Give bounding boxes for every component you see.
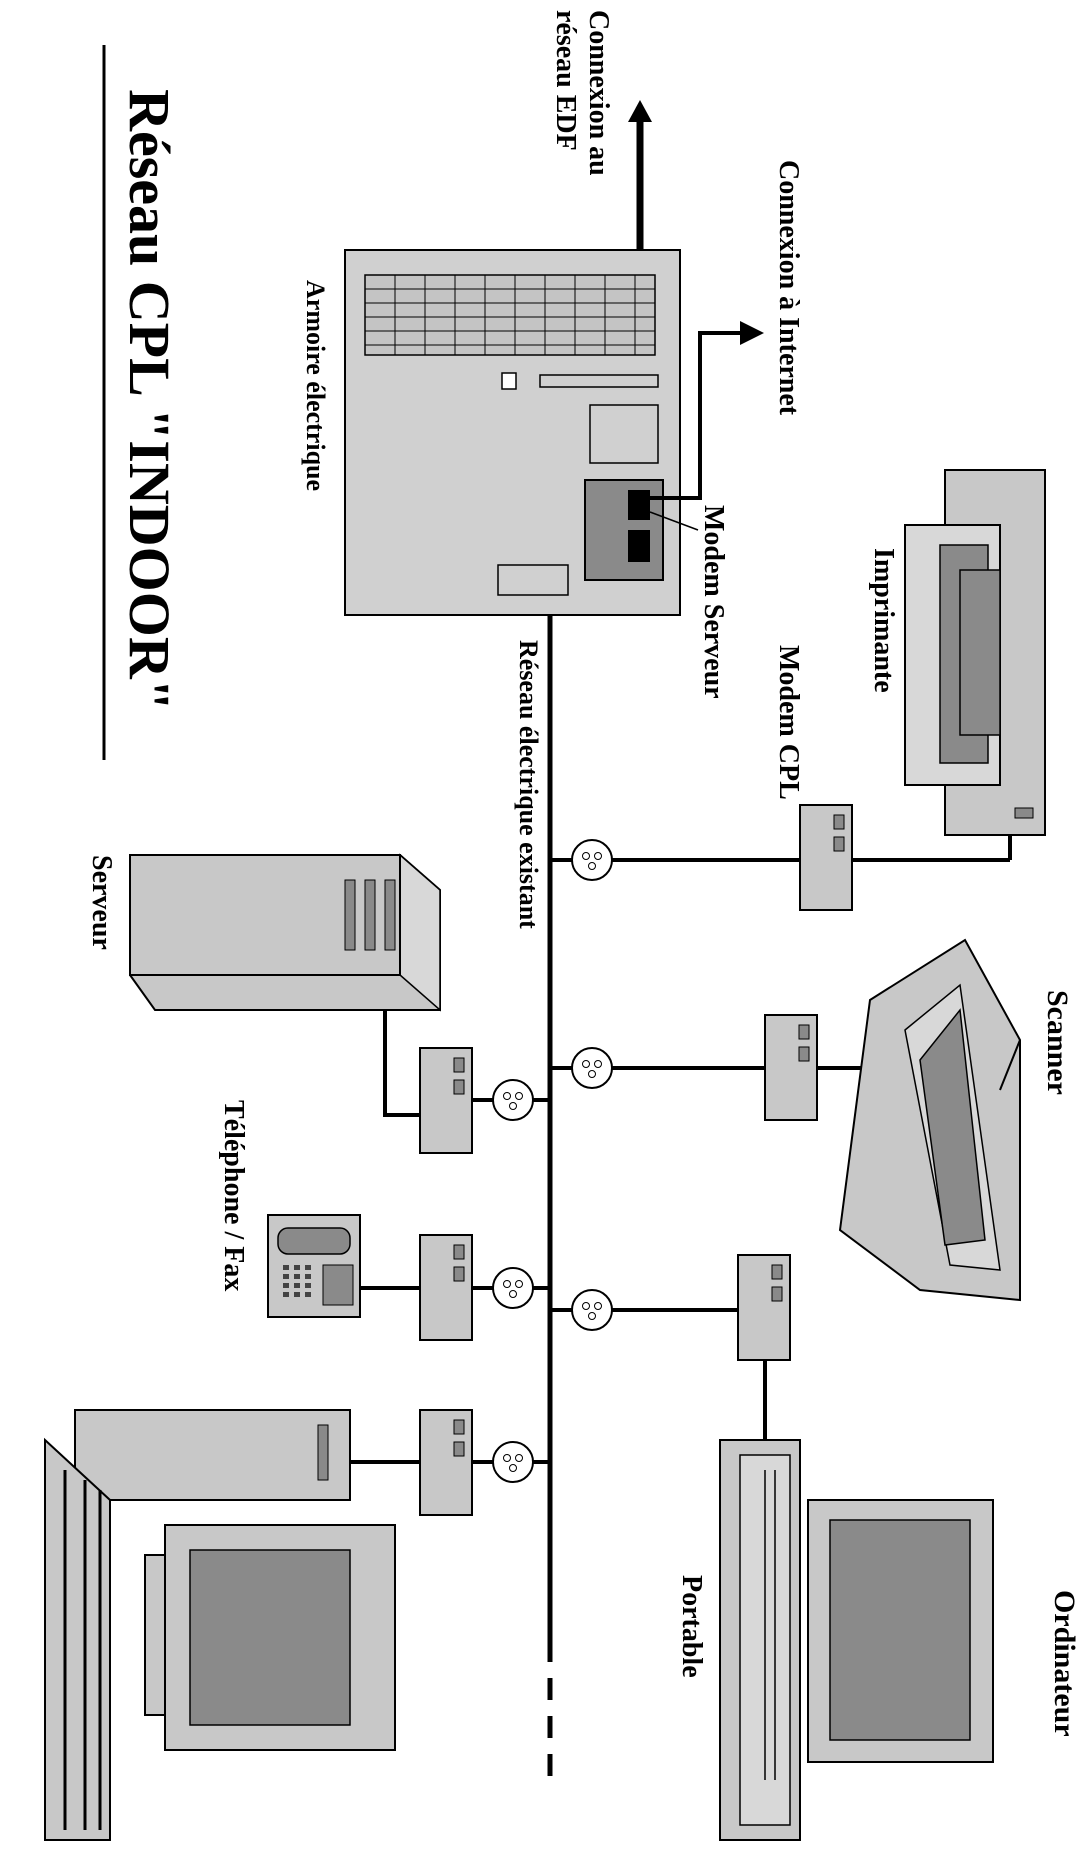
cpl-modem	[737, 1254, 791, 1361]
scanner-branch	[550, 1014, 880, 1121]
edf-connection-label-1: Connexion au	[583, 10, 614, 176]
server-label: Serveur	[86, 855, 117, 950]
power-outlet	[571, 1047, 613, 1089]
power-outlet	[571, 839, 613, 881]
internet-line	[650, 321, 764, 500]
cpl-modem-label: Modem CPL	[773, 645, 804, 800]
server-modem	[584, 479, 664, 581]
laptop-label: Portable	[676, 1575, 707, 1678]
edf-arrow-head	[628, 100, 652, 122]
server-branch	[383, 1000, 550, 1154]
phone-branch	[360, 1234, 550, 1341]
electrical-cabinet	[344, 249, 699, 616]
cpl-modem	[799, 804, 853, 911]
scanner-label: Scanner	[1041, 990, 1074, 1095]
laptop-branch	[550, 1254, 791, 1440]
title-group: Réseau CPL "INDOOR"	[102, 45, 182, 760]
printer-device	[904, 469, 1046, 836]
cpl-modem	[764, 1014, 818, 1121]
server-modem-label: Modem Serveur	[698, 505, 729, 699]
computer-branch	[350, 1409, 550, 1516]
computer-label: Ordinateur	[1048, 1590, 1081, 1737]
printer-label: Imprimante	[868, 548, 899, 693]
printer-branch	[550, 804, 1012, 911]
cpl-modem	[419, 1409, 473, 1516]
existing-network-label: Réseau électrique existant	[514, 640, 543, 929]
cpl-modem	[419, 1234, 473, 1341]
laptop-device	[719, 1439, 994, 1841]
power-outlet	[571, 1289, 613, 1331]
telephone-device	[267, 1214, 361, 1318]
edf-connection-label-2: réseau EDF	[550, 10, 581, 151]
diagram-title: Réseau CPL "INDOOR"	[117, 89, 182, 711]
power-outlet	[492, 1441, 534, 1483]
power-outlet	[492, 1267, 534, 1309]
power-outlet	[492, 1079, 534, 1121]
server-device	[129, 853, 441, 1012]
internet-connection-label: Connexion à Internet	[773, 160, 804, 416]
electrical-cabinet-label: Armoire électrique	[301, 280, 330, 491]
cpl-modem	[419, 1047, 473, 1154]
scanner-device	[838, 938, 1021, 1302]
breaker-panel	[364, 274, 656, 356]
computer-device	[44, 1409, 396, 1841]
phone-fax-label: Téléphone / Fax	[218, 1100, 249, 1291]
server-modem-pointer	[649, 511, 699, 531]
